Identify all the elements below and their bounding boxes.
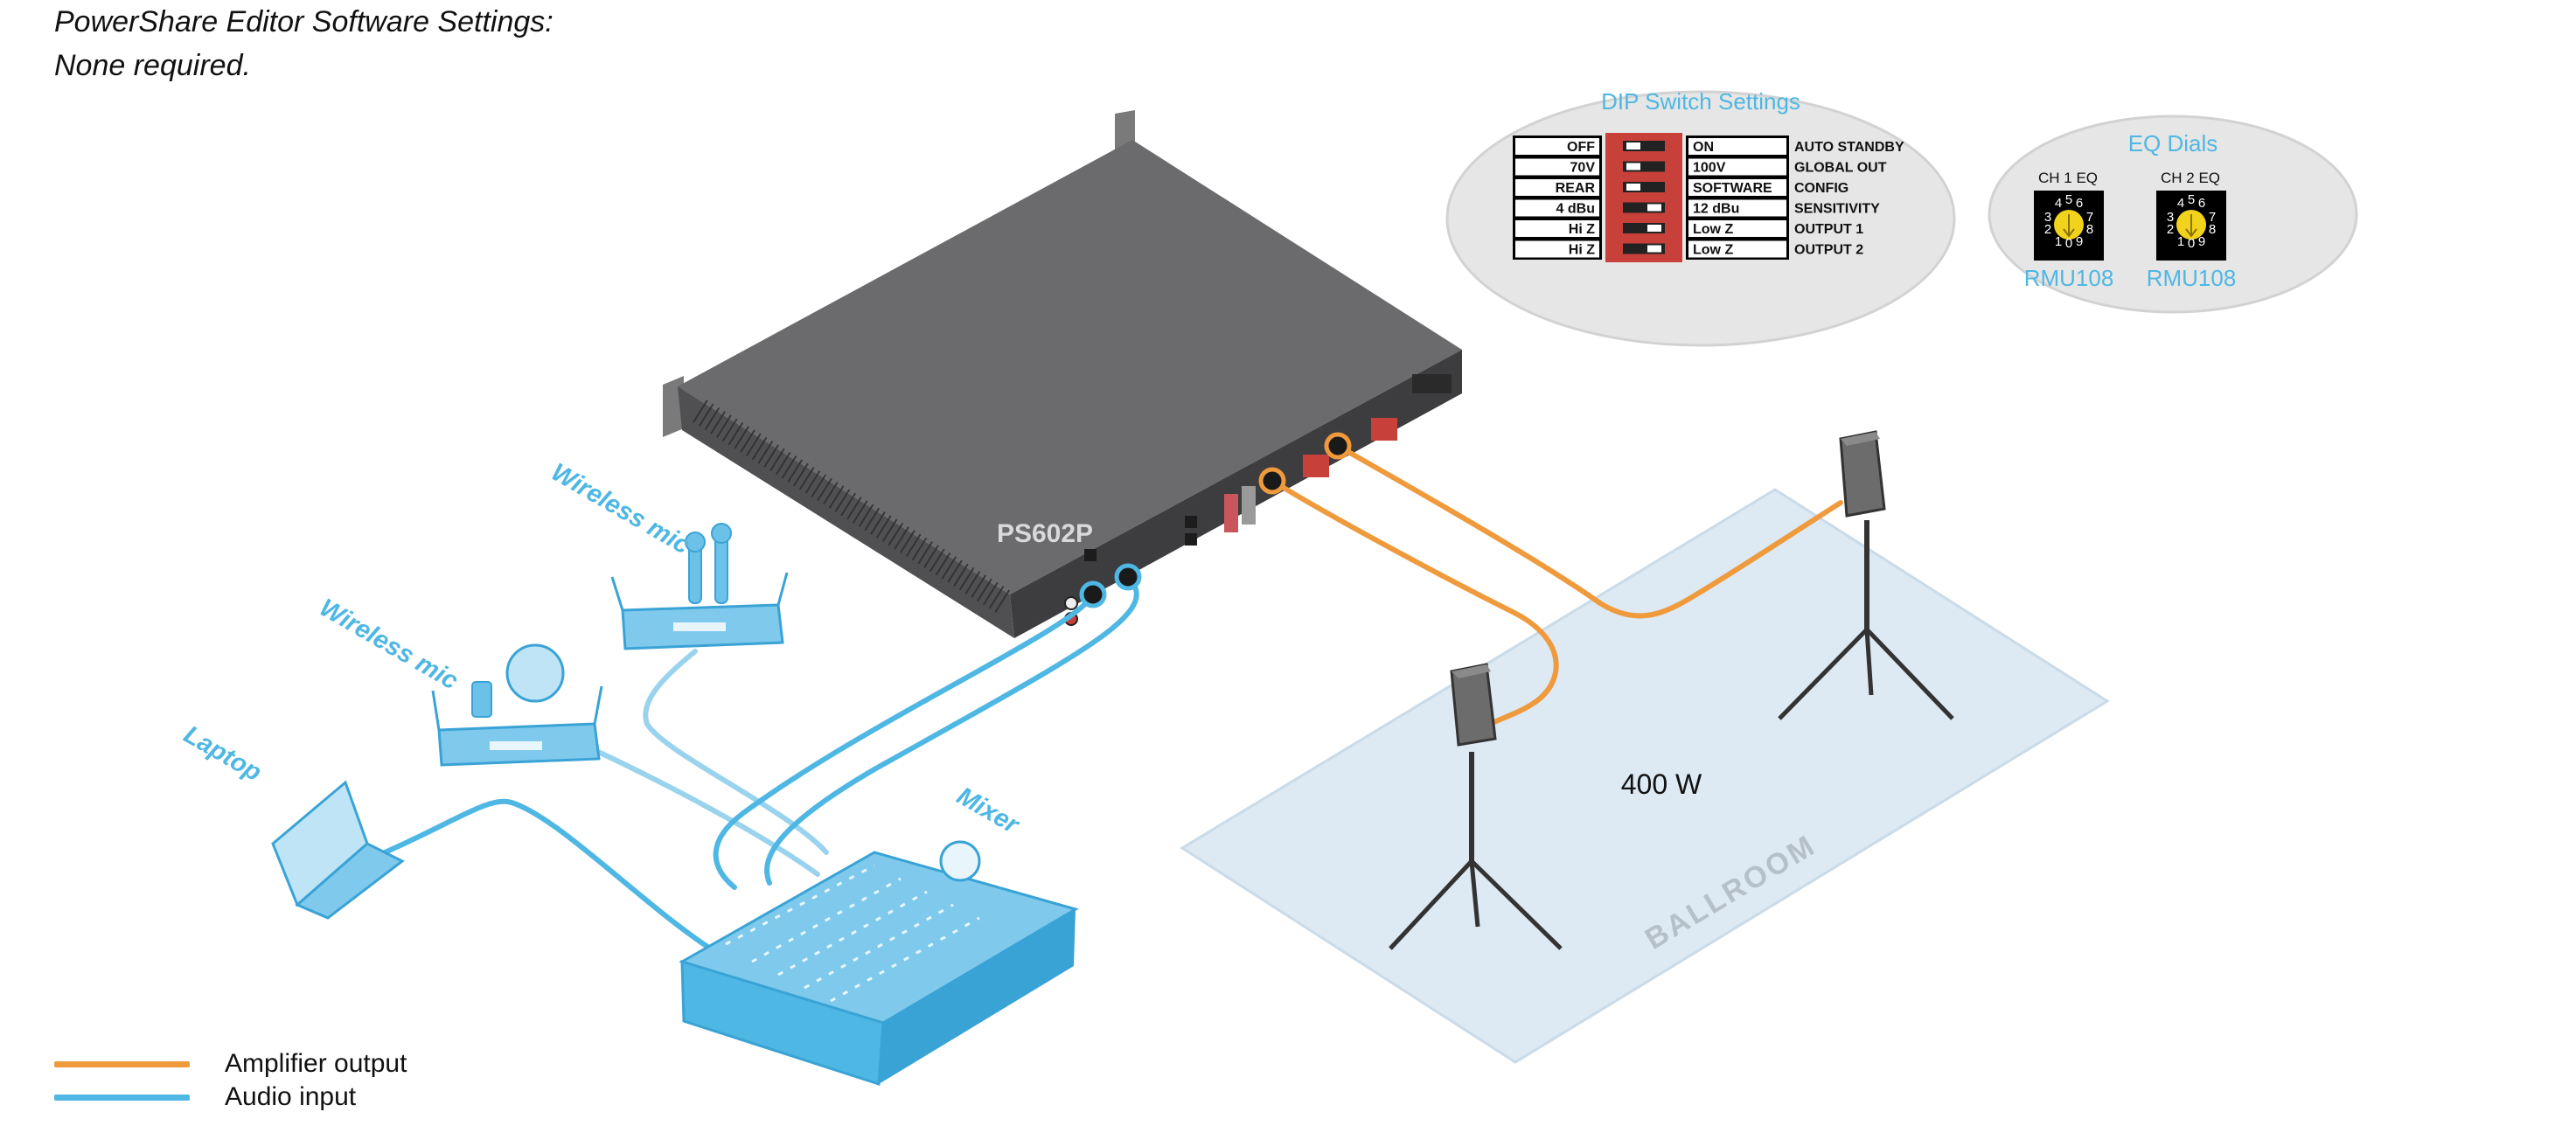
legend-amplifier-output-swatch <box>54 1060 190 1067</box>
eq-dial-digit: 9 <box>2076 234 2083 249</box>
dip-right-label: 100V <box>1693 161 1726 176</box>
eq-dial-digit: 8 <box>2086 222 2093 237</box>
dip-switch-knob <box>1647 204 1661 212</box>
amplifier-model-label: PS602P <box>997 519 1093 548</box>
eq-dial-digit: 8 <box>2209 222 2216 237</box>
dip-left-label: 70V <box>1570 161 1596 176</box>
eq-dial-digit: 0 <box>2065 236 2072 251</box>
dip-left-cell <box>1515 138 1599 155</box>
dip-left-cell <box>1515 240 1599 258</box>
dip-function-label: GLOBAL OUT <box>1794 161 1887 176</box>
dip-right-label: 12 dBu <box>1693 202 1739 217</box>
wireless-mic-receiver-headset <box>431 643 603 767</box>
dip-right-cell <box>1688 158 1786 176</box>
eq-dial-digit: 6 <box>2076 196 2083 211</box>
dip-left-cell <box>1515 199 1599 217</box>
amplifier-ps602p: PS602P <box>663 110 1462 638</box>
dip-right-label: ON <box>1693 140 1714 155</box>
speaker-back <box>1778 430 1954 720</box>
eq-dial-digit: 7 <box>2086 210 2093 225</box>
dip-right-label: SOFTWARE <box>1693 181 1772 196</box>
wireless-mic-receiver-top <box>610 523 789 650</box>
dip-switch-title: DIP Switch Settings <box>1601 88 1800 115</box>
dip-switch-knob <box>1626 142 1640 149</box>
dip-right-cell <box>1688 220 1786 237</box>
settings-note-value: None required. <box>54 49 251 82</box>
eq-dial-digit: 4 <box>2055 196 2062 211</box>
dip-function-label: OUTPUT 2 <box>1794 243 1863 258</box>
laptop <box>271 780 405 920</box>
settings-note-title: PowerShare Editor Software Settings: <box>54 5 553 38</box>
eq-dial-ch1-label: CH 1 EQ <box>2038 170 2098 186</box>
dip-left-cell <box>1515 179 1599 196</box>
ballroom-floor: BALLROOM 400 W <box>1180 488 2110 1064</box>
dip-left-label: OFF <box>1567 140 1595 155</box>
eq-dials-title: EQ Dials <box>2128 130 2218 156</box>
mixer-label: Mixer <box>952 782 1025 839</box>
speaker-front <box>1389 663 1563 950</box>
dip-switch-rows: OFF ON AUTO STANDBY 70V 100V GLOBAL OUT REAR SO… <box>1515 138 1904 258</box>
dip-function-label: OUTPUT 1 <box>1794 222 1863 237</box>
dip-left-label: Hi Z <box>1569 222 1595 237</box>
legend-amplifier-output-label: Amplifier output <box>225 1049 407 1078</box>
eq-dial-digit: 1 <box>2055 234 2062 249</box>
wireless-mic-top-label: Wireless mic <box>547 458 694 560</box>
power-label: 400 W <box>1621 768 1702 800</box>
mixer <box>679 840 1079 1087</box>
amplifier-output-cables <box>1270 443 1843 728</box>
wireless-mic-headset-label: Wireless mic <box>315 594 463 695</box>
dip-left-label: 4 dBu <box>1556 202 1595 217</box>
laptop-label: Laptop <box>179 720 267 787</box>
dip-switch-knob <box>1626 163 1640 170</box>
dip-left-cell <box>1515 220 1599 237</box>
amplifier-connectors <box>1079 432 1352 608</box>
dip-function-label: SENSITIVITY <box>1794 202 1880 217</box>
legend-audio-input: Audio input <box>54 1082 356 1112</box>
eq-dial-ch2-label: CH 2 EQ <box>2161 170 2220 186</box>
dip-switch-knob <box>1647 225 1661 232</box>
dip-switch-knob <box>1647 245 1661 253</box>
dip-left-label: REAR <box>1556 181 1596 196</box>
eq-dial-digit: 2 <box>2044 222 2051 237</box>
dip-right-cell <box>1688 179 1786 196</box>
dip-switch-knob <box>1626 184 1640 191</box>
dip-right-cell <box>1688 199 1786 217</box>
audio-input-cables <box>382 574 1139 956</box>
eq-dial-ch2-model: RMU108 <box>2147 265 2237 291</box>
eq-dial-digit: 2 <box>2167 222 2174 237</box>
legend-audio-input-swatch <box>54 1094 190 1101</box>
eq-dial-ch1-model: RMU108 <box>2024 265 2114 291</box>
legend-audio-input-label: Audio input <box>225 1082 357 1111</box>
eq-dial-digit: 3 <box>2167 210 2174 225</box>
legend-amplifier-output: Amplifier output <box>54 1049 407 1079</box>
dip-switch-panel: DIP Switch Settings OFF ON AUTO STANDBY 70V… <box>1445 88 1956 347</box>
dip-left-label: Hi Z <box>1569 243 1595 258</box>
dip-left-cell <box>1515 158 1599 176</box>
eq-dial-digit: 4 <box>2177 196 2184 211</box>
dip-function-label: AUTO STANDBY <box>1794 140 1904 155</box>
eq-dial-digit: 5 <box>2188 192 2195 207</box>
eq-dial-digit: 3 <box>2044 210 2051 225</box>
eq-dial-digit: 6 <box>2198 196 2205 211</box>
eq-dial-digit: 0 <box>2188 236 2195 251</box>
dip-function-label: CONFIG <box>1794 181 1848 196</box>
eq-dial-digit: 5 <box>2065 192 2072 207</box>
dip-right-cell <box>1688 138 1786 155</box>
eq-dial-digit: 7 <box>2209 210 2216 225</box>
eq-dial-digit: 1 <box>2177 234 2184 249</box>
eq-dial-digit: 9 <box>2198 234 2205 249</box>
dip-right-cell <box>1688 240 1786 258</box>
dip-right-label: Low Z <box>1693 222 1733 237</box>
dip-right-label: Low Z <box>1693 243 1733 258</box>
